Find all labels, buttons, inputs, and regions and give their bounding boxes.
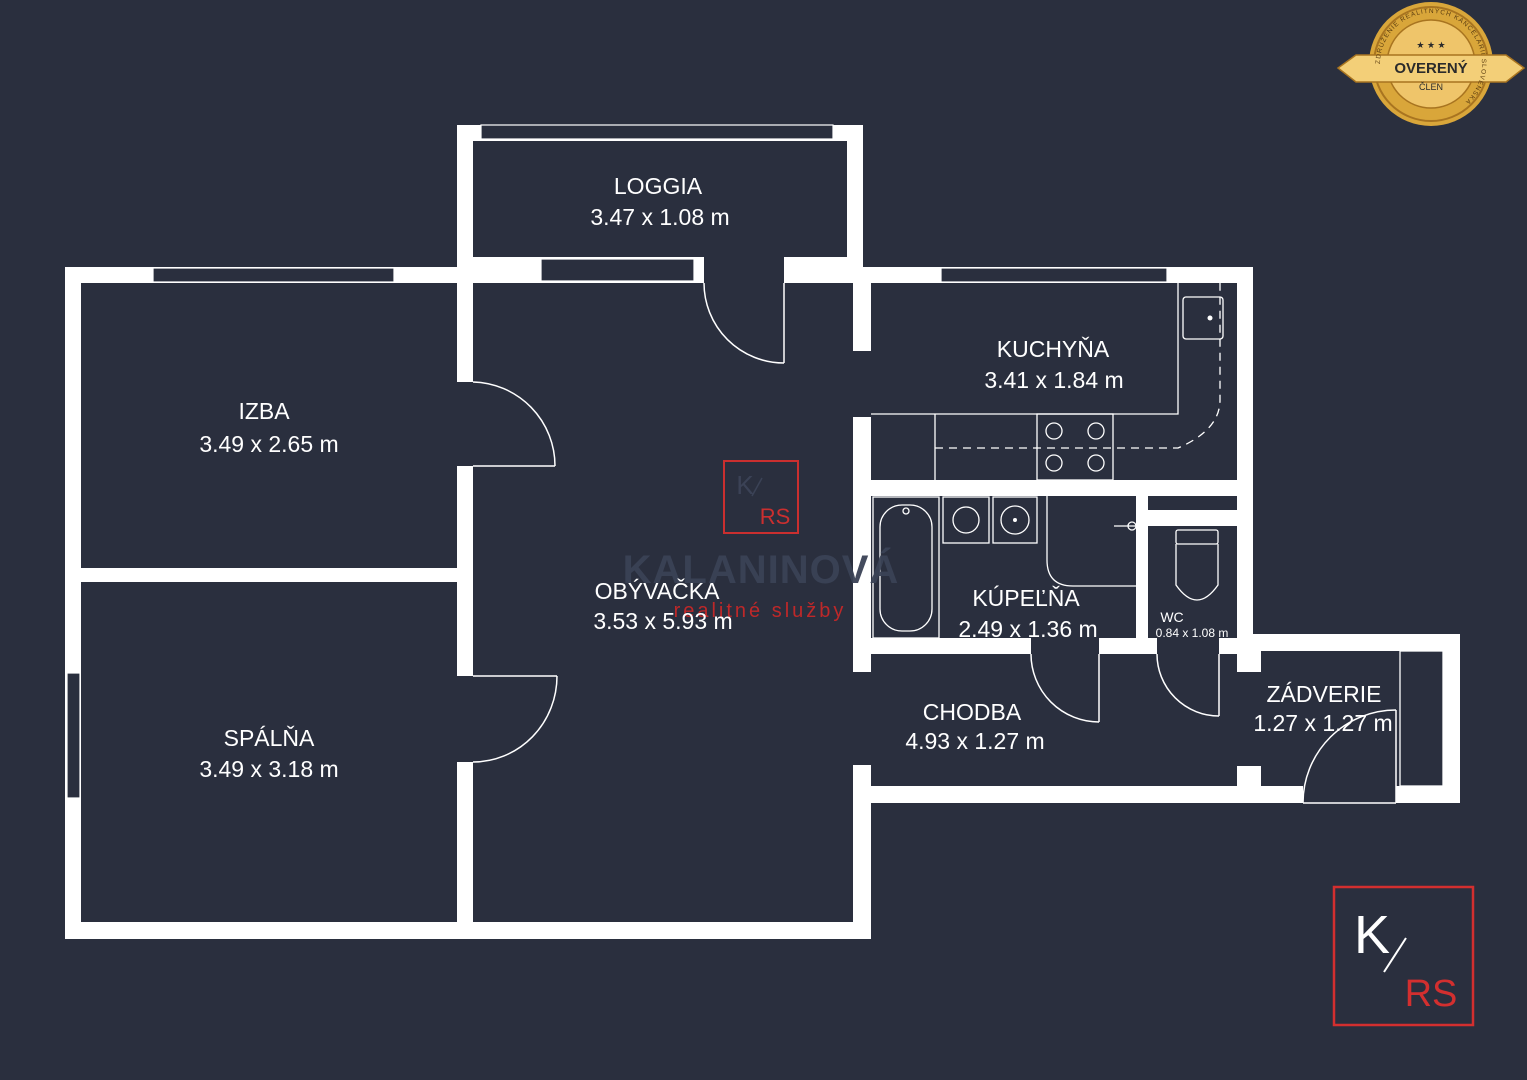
room-dims: 3.53 x 5.93 m xyxy=(593,608,732,634)
room-name: IZBA xyxy=(238,398,290,424)
room-dims: 3.47 x 1.08 m xyxy=(590,204,729,230)
room-loggia: LOGGIA 3.47 x 1.08 m xyxy=(590,173,729,230)
room-dims: 3.49 x 3.18 m xyxy=(199,756,338,782)
toilet-icon xyxy=(1175,529,1219,601)
corner-logo-rs: RS xyxy=(1405,973,1458,1015)
windows xyxy=(66,124,1168,799)
room-dims: 2.49 x 1.36 m xyxy=(958,616,1097,642)
room-chodba: CHODBA 4.93 x 1.27 m xyxy=(905,699,1044,754)
room-name: ZÁDVERIE xyxy=(1266,681,1381,707)
washbasin-icon xyxy=(992,496,1038,544)
badge-main-text: OVERENÝ xyxy=(1394,59,1467,77)
watermark-name: KALANINOVÁ xyxy=(623,547,900,592)
room-kupelna: KÚPEĽŇA 2.49 x 1.36 m xyxy=(958,585,1097,642)
badge-sub-text: ČLEN xyxy=(1419,82,1443,92)
room-obyvacka: OBÝVAČKA 3.53 x 5.93 m xyxy=(593,577,732,634)
room-dims: 4.93 x 1.27 m xyxy=(905,728,1044,754)
room-name: CHODBA xyxy=(923,699,1022,725)
room-labels: LOGGIA 3.47 x 1.08 m IZBA 3.49 x 2.65 m … xyxy=(199,173,1392,782)
stove-icon xyxy=(1036,413,1114,481)
room-wc: WC 0.84 x 1.08 m xyxy=(1156,609,1229,640)
zadverie-fixtures xyxy=(1399,650,1444,787)
room-name: WC xyxy=(1160,609,1183,625)
bathroom-fixtures xyxy=(872,496,1137,639)
room-kuchyna: KUCHYŇA 3.41 x 1.84 m xyxy=(984,336,1123,393)
corner-logo: K RS xyxy=(1332,885,1475,1027)
washing-machine-icon xyxy=(942,496,990,544)
corner-logo-k: K xyxy=(1354,905,1390,965)
room-dims: 0.84 x 1.08 m xyxy=(1156,626,1229,640)
room-izba: IZBA 3.49 x 2.65 m xyxy=(199,398,338,457)
badge-stars: ★ ★ ★ xyxy=(1416,40,1445,50)
wc-fixtures xyxy=(1175,529,1219,601)
room-name: SPÁLŇA xyxy=(224,725,315,751)
kitchen-sink-icon xyxy=(1182,296,1224,340)
room-dims: 3.41 x 1.84 m xyxy=(984,367,1123,393)
bathtub-icon xyxy=(872,496,940,639)
watermark-tagline: realitné služby xyxy=(674,600,847,622)
room-zadverie: ZÁDVERIE 1.27 x 1.27 m xyxy=(1253,681,1392,736)
room-dims: 1.27 x 1.27 m xyxy=(1253,710,1392,736)
room-name: KUCHYŇA xyxy=(997,336,1110,362)
doors xyxy=(457,257,1397,804)
watermark-logo-k: K xyxy=(736,470,754,500)
kitchen-fixtures xyxy=(871,283,1224,481)
watermark: K RS KALANINOVÁ realitné služby xyxy=(623,460,900,622)
room-name: KÚPEĽŇA xyxy=(972,585,1080,611)
room-dims: 3.49 x 2.65 m xyxy=(199,431,338,457)
watermark-logo-frame xyxy=(723,460,799,534)
room-name: OBÝVAČKA xyxy=(595,577,720,604)
verified-badge: ZDRUŽENIE REALITNÝCH KANCELÁRIÍ SLOVENSK… xyxy=(1336,2,1526,126)
room-name: LOGGIA xyxy=(614,173,703,199)
watermark-logo-rs: RS xyxy=(760,504,791,529)
room-spalna: SPÁLŇA 3.49 x 3.18 m xyxy=(199,725,338,782)
